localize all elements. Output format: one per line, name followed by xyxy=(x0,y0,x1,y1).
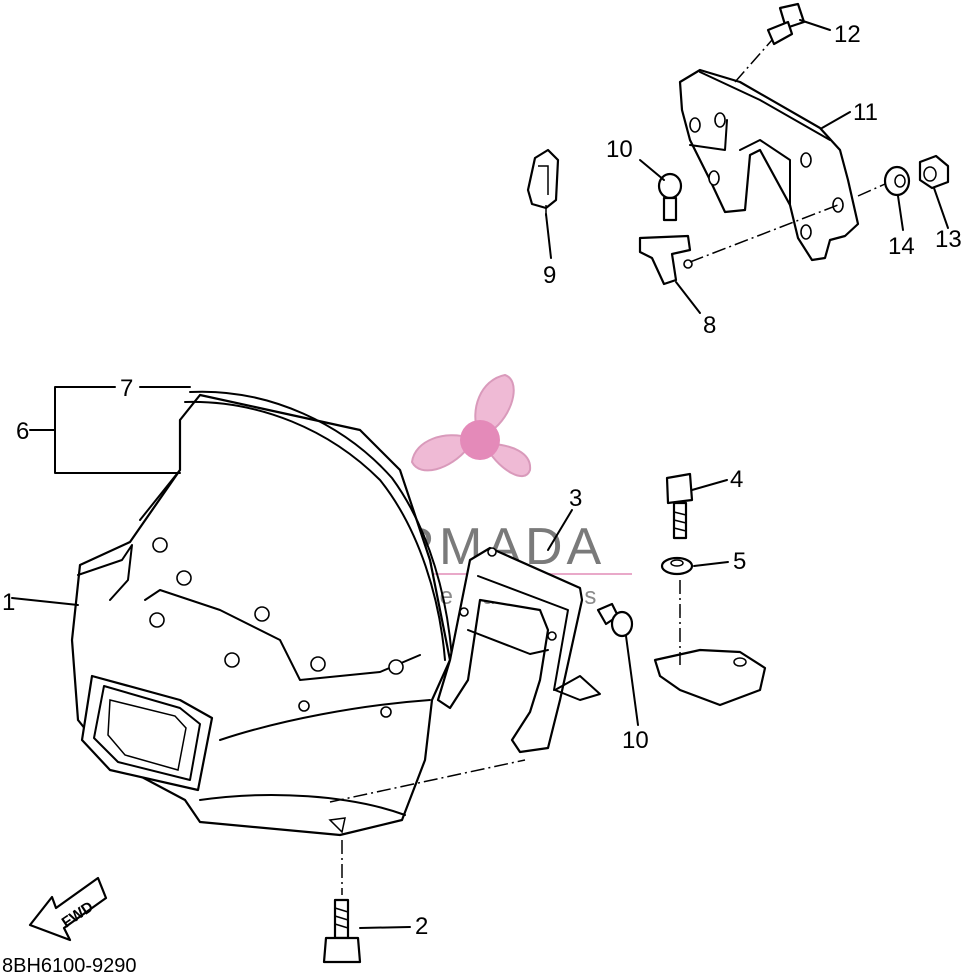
callout-7: 7 xyxy=(120,375,133,402)
bolt-part-12 xyxy=(766,2,806,46)
callout-14: 14 xyxy=(888,233,915,260)
leader-lines xyxy=(11,19,949,929)
grommet-part-10-lower xyxy=(596,602,634,638)
callout-13: 13 xyxy=(935,226,962,253)
clip-part-9 xyxy=(526,148,560,210)
callout-12: 12 xyxy=(834,21,861,48)
cowling-stay-bracket xyxy=(436,546,601,754)
callout-11: 11 xyxy=(853,99,878,126)
assembly-lines xyxy=(329,39,886,895)
callout-10-lower: 10 xyxy=(622,727,649,754)
callout-3: 3 xyxy=(569,485,582,512)
propeller-icon xyxy=(410,373,532,477)
callout-6: 6 xyxy=(16,418,29,445)
bolt-part-4 xyxy=(665,472,694,540)
cowling-body xyxy=(70,390,453,837)
callout-1: 1 xyxy=(2,589,15,616)
callout-5: 5 xyxy=(733,548,746,575)
callout-8: 8 xyxy=(703,312,716,339)
bracket-part-8 xyxy=(638,234,693,286)
fwd-arrow-icon: FWD xyxy=(28,876,108,942)
callout-2: 2 xyxy=(415,913,428,940)
collar-part-5 xyxy=(660,556,694,576)
callout-9: 9 xyxy=(543,262,556,289)
callout-numbers: 1 2 3 4 5 6 7 8 9 10 10 11 12 13 14 xyxy=(2,21,962,940)
callout-10-upper: 10 xyxy=(606,136,633,163)
screw-part-2 xyxy=(322,898,362,964)
meter-bracket-part-11 xyxy=(678,68,860,262)
grommet-part-10-upper xyxy=(657,172,683,222)
collar-part-14 xyxy=(883,165,911,197)
nut-part-13 xyxy=(918,154,950,190)
mount-plate xyxy=(653,648,767,707)
callout-4: 4 xyxy=(730,466,743,493)
drawing-code: 8BH6100-9290 xyxy=(2,955,137,975)
